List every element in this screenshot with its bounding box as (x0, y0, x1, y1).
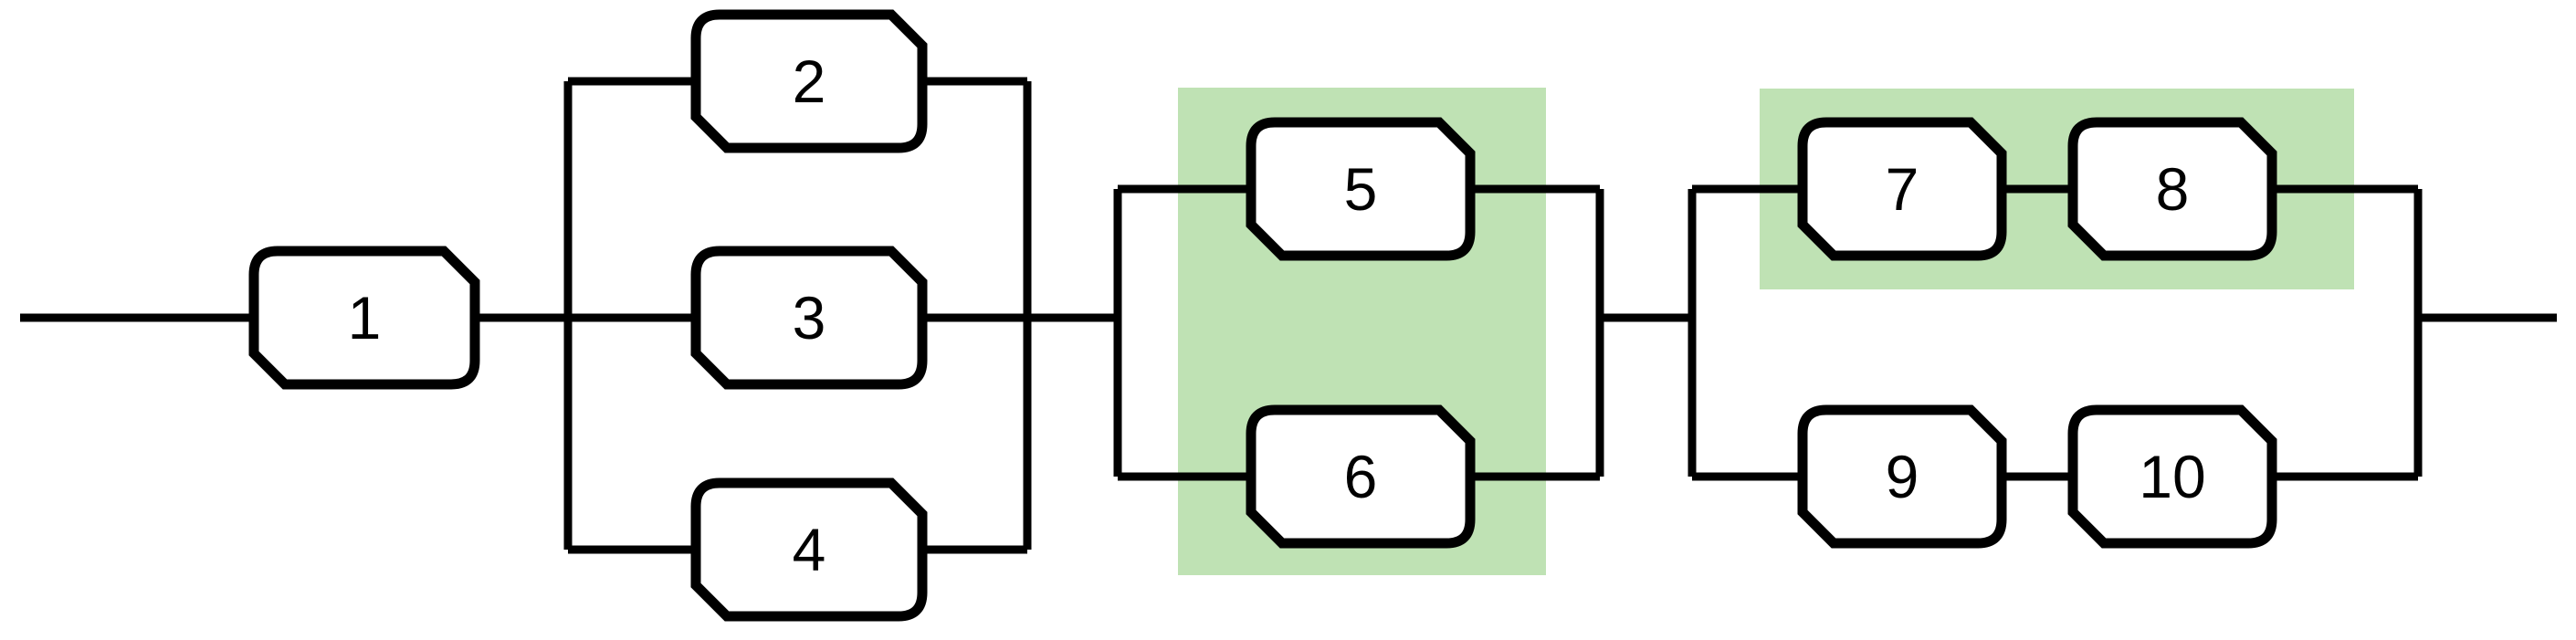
rbd-block-8[interactable]: 8 (2067, 117, 2277, 261)
rbd-block-2[interactable]: 2 (690, 9, 928, 153)
block-outline-6 (1246, 404, 1476, 549)
wire-layer (20, 77, 2557, 554)
rbd-block-10[interactable]: 10 (2067, 404, 2277, 549)
block-outline-2 (690, 9, 928, 153)
block-outline-1 (248, 246, 480, 390)
rbd-block-6[interactable]: 6 (1246, 404, 1476, 549)
rbd-block-4[interactable]: 4 (690, 477, 928, 622)
block-outline-3 (690, 246, 928, 390)
rbd-block-3[interactable]: 3 (690, 246, 928, 390)
rbd-block-9[interactable]: 9 (1797, 404, 2007, 549)
block-outline-9 (1797, 404, 2007, 549)
rbd-block-1[interactable]: 1 (248, 246, 480, 390)
block-outline-5 (1246, 117, 1476, 261)
block-outline-10 (2067, 404, 2277, 549)
block-outline-8 (2067, 117, 2277, 261)
block-outline-4 (690, 477, 928, 622)
rbd-block-5[interactable]: 5 (1246, 117, 1476, 261)
rbd-block-7[interactable]: 7 (1797, 117, 2007, 261)
block-outline-7 (1797, 117, 2007, 261)
